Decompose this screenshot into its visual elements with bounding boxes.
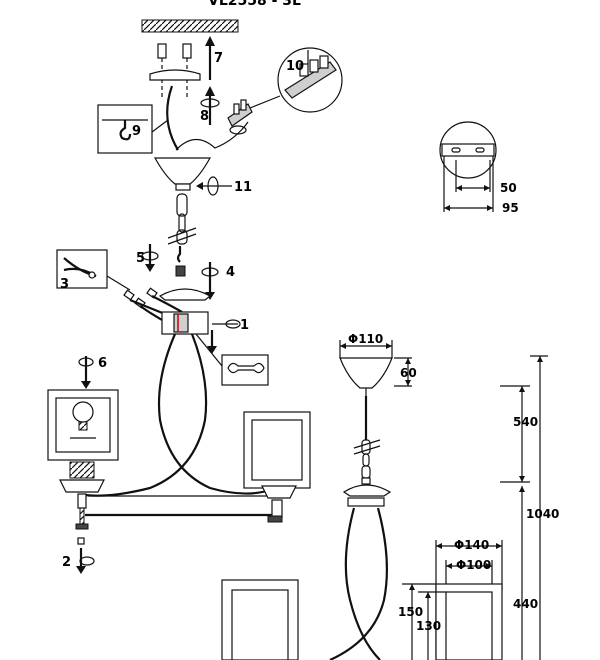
supply-wire bbox=[166, 85, 179, 151]
dim-1040-label: 1040 bbox=[526, 507, 559, 521]
step-6-label: 6 bbox=[98, 356, 107, 371]
glass-shade-bottom bbox=[221, 579, 299, 660]
step-5-label: 5 bbox=[136, 251, 145, 266]
bulb-icon bbox=[70, 401, 96, 439]
chain-icon bbox=[167, 193, 197, 263]
dim-150-label: 150 bbox=[398, 605, 423, 619]
dim-140-label: Φ140 bbox=[454, 538, 489, 552]
wrench-icon bbox=[227, 362, 265, 374]
terminal-block-small bbox=[227, 99, 253, 127]
step-9-label: 9 bbox=[132, 124, 141, 139]
canopy-dimension-view bbox=[339, 357, 393, 389]
lamp-arm-right bbox=[157, 333, 271, 495]
dim-50-label: 50 bbox=[500, 181, 517, 195]
dim-130-label: 130 bbox=[416, 619, 441, 633]
header-cut-text: VL2558 - 3L bbox=[208, 0, 301, 9]
step-10-label: 10 bbox=[286, 59, 304, 74]
dim-440-label: 440 bbox=[513, 597, 538, 611]
rotate-arrow-icon bbox=[200, 98, 220, 108]
dim-60-label: 60 bbox=[400, 366, 417, 380]
mounting-bracket bbox=[149, 69, 201, 81]
terminal-block-icon bbox=[284, 50, 337, 99]
lamp-arm-left bbox=[84, 333, 208, 497]
step-3-label: 3 bbox=[60, 277, 69, 292]
canopy-plate-detail bbox=[439, 121, 497, 212]
chain-icon bbox=[353, 439, 381, 479]
glass-shade-dimension-view bbox=[435, 583, 503, 660]
step-1-label: 1 bbox=[240, 318, 249, 333]
canopy bbox=[153, 157, 212, 185]
hub-cap bbox=[158, 288, 212, 301]
hub-dimension-view bbox=[342, 484, 392, 497]
locking-nut bbox=[175, 265, 186, 277]
step-11-label: 11 bbox=[234, 180, 252, 195]
ceiling-plate-icon bbox=[141, 19, 239, 33]
dim-95-label: 95 bbox=[502, 201, 519, 215]
hook-icon bbox=[119, 120, 132, 141]
dim-100-label: Φ100 bbox=[456, 558, 491, 572]
dim-110-label: Φ110 bbox=[348, 332, 383, 346]
glass-shade-right bbox=[243, 411, 311, 523]
step-8-label: 8 bbox=[200, 109, 209, 124]
step-4-label: 4 bbox=[226, 265, 235, 280]
lamp-socket-left bbox=[59, 461, 105, 530]
pliers-icon bbox=[63, 257, 97, 279]
dim-540-label: 540 bbox=[513, 415, 538, 429]
rotate-arrow-icon bbox=[79, 556, 95, 566]
step-7-label: 7 bbox=[214, 51, 223, 66]
step-2-label: 2 bbox=[62, 555, 71, 570]
